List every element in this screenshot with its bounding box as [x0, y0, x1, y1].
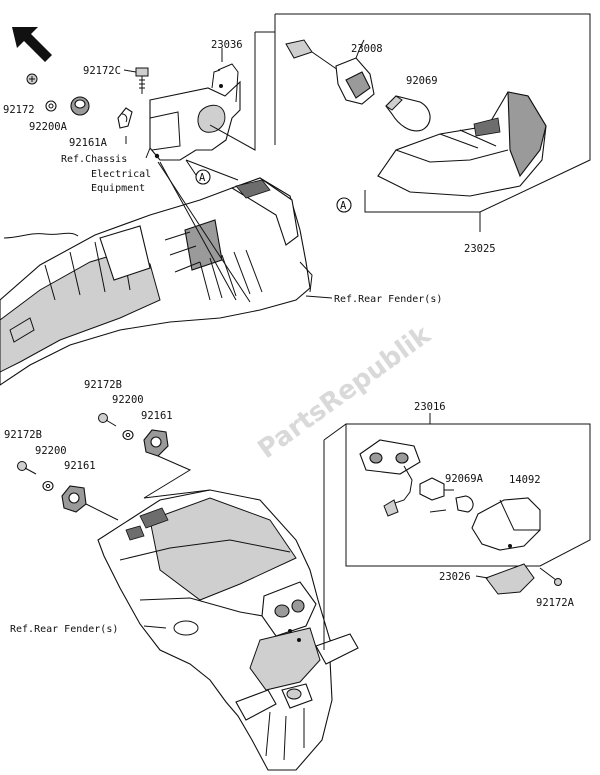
tail-lamp-23025	[377, 91, 547, 197]
label-92172C: 92172C	[83, 65, 121, 77]
svg-text:A: A	[199, 172, 206, 184]
leader-grommet-b	[85, 503, 119, 521]
label-92200-b: 92200	[35, 445, 67, 457]
socket-23008	[285, 39, 375, 105]
label-ref-chassis-1: Ref.Chassis	[61, 154, 127, 165]
label-92069: 92069	[406, 75, 438, 87]
washer-92200-a	[122, 429, 134, 441]
leader-ref-rear-fender-top	[305, 295, 333, 299]
lens-14092	[471, 497, 541, 551]
leader-23026	[475, 575, 489, 579]
leader-ref-chassis	[145, 147, 151, 159]
label-23026: 23026	[439, 571, 471, 583]
leader-fender-b	[159, 161, 237, 301]
label-92172B-b: 92172B	[4, 429, 42, 441]
screw-92172A	[539, 567, 562, 586]
label-92161-b: 92161	[64, 460, 96, 472]
label-14092: 14092	[509, 474, 541, 486]
front-direction-arrow-icon	[12, 27, 52, 62]
label-92200-a: 92200	[112, 394, 144, 406]
svg-text:A: A	[340, 200, 347, 212]
lamp-holder-23016	[359, 439, 421, 517]
leader-92069A	[429, 509, 447, 513]
label-23008: 23008	[351, 43, 383, 55]
label-ref-rear-fender-top: Ref.Rear Fender(s)	[334, 294, 442, 305]
bulb-92069	[385, 95, 431, 132]
callout-a-1: A	[195, 169, 211, 185]
label-92172: 92172	[3, 104, 35, 116]
socket-92069A-holder	[419, 477, 454, 501]
callout-a-2: A	[336, 197, 352, 213]
label-23036: 23036	[211, 39, 243, 51]
label-92161-a: 92161	[141, 410, 173, 422]
rear-fender-illustration	[97, 489, 359, 771]
rear-frame-illustration	[0, 177, 313, 386]
bolt-92172C	[135, 67, 149, 94]
watermark-text: PartsRepublik	[253, 320, 437, 465]
label-ref-chassis-3: Equipment	[91, 183, 145, 194]
label-23025: 23025	[464, 243, 496, 255]
label-92172B-a: 92172B	[84, 379, 122, 391]
clamp-ref-chassis	[117, 107, 133, 129]
leader-ref-rear-fender-bottom	[143, 625, 167, 629]
label-ref-chassis-2: Electrical	[91, 169, 151, 180]
leader-bracket-a	[185, 159, 239, 181]
gasket-23026	[485, 563, 535, 595]
washer-92200-b	[42, 480, 54, 492]
parts-republik-logo-icon: PartsRepublik	[253, 320, 437, 465]
label-92069A: 92069A	[445, 473, 484, 485]
screw-92172	[26, 73, 38, 85]
leader-grommet-a	[143, 455, 211, 499]
bolt-92172B-b	[17, 461, 37, 475]
washer-92200A	[45, 100, 57, 112]
bolt-92172B-a	[98, 413, 117, 427]
license-lamp-group-box	[323, 413, 591, 650]
grommet-92161-b	[61, 485, 87, 513]
leader-92172C	[123, 69, 137, 73]
label-92172A: 92172A	[536, 597, 575, 609]
label-ref-rear-fender-bottom: Ref.Rear Fender(s)	[10, 624, 118, 635]
grommet-92161A	[70, 96, 90, 116]
label-23016: 23016	[414, 401, 446, 413]
tail-lamp-group-box	[209, 13, 591, 232]
grommet-92161-a	[143, 429, 169, 457]
label-92200A: 92200A	[29, 121, 68, 133]
label-92161A: 92161A	[69, 137, 108, 149]
bracket-23036	[149, 63, 241, 161]
bulb-92069A	[455, 495, 474, 513]
